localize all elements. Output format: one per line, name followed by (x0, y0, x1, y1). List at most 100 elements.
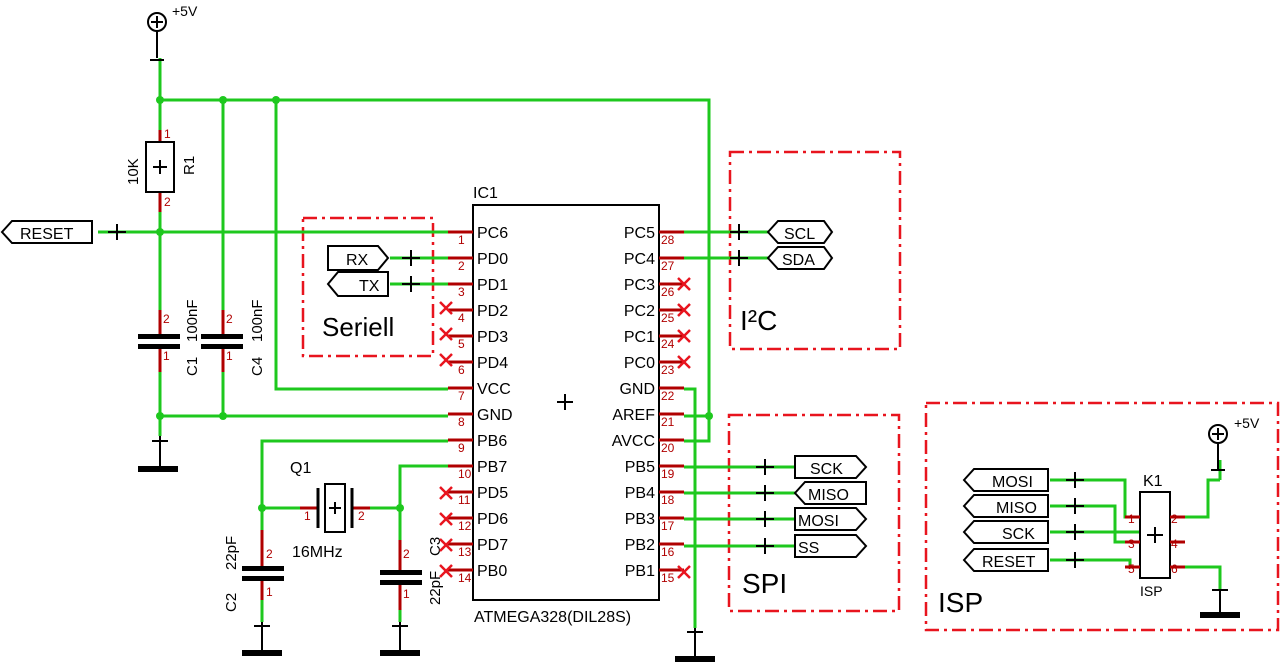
ic1-pin-number: 9 (458, 441, 465, 455)
net-label-reset-text: RESET (20, 226, 74, 243)
c3-value: 22pF (427, 571, 444, 605)
c2-value: 22pF (223, 536, 240, 570)
net-label-sck-text: SCK (810, 461, 843, 478)
net-label-mosi-text: MOSI (798, 513, 839, 530)
ic1-pin-number: 14 (458, 571, 472, 585)
spi-frame (727, 413, 901, 613)
c1-value: 100nF (184, 299, 201, 342)
ic1-part: ATMEGA328(DIL28S) (474, 609, 631, 626)
crystal-q1: 1 2 Q1 16MHz (290, 460, 370, 561)
ic1-pin-number: 23 (661, 363, 675, 377)
serial-frame (301, 216, 435, 358)
ic1-pin-name: PB6 (477, 433, 507, 450)
ic1-pin-number: 18 (661, 493, 675, 507)
c1-pin2: 2 (163, 312, 170, 326)
c4-value: 100nF (249, 299, 266, 342)
c3-ref: C3 (427, 537, 444, 556)
ic1-pin-name: PC6 (477, 225, 508, 242)
q1-pin2: 2 (358, 509, 365, 523)
resistor-r1: 1 2 R1 10K (125, 127, 198, 212)
net-label-isp-miso: MISO (962, 494, 1084, 518)
c2-pin1: 1 (266, 585, 273, 599)
r1-value: 10K (125, 158, 142, 185)
ground-symbol-c2 (242, 622, 282, 656)
q1-ref: Q1 (290, 460, 311, 477)
ic1-pin-name: PB1 (625, 563, 655, 580)
net-label-sck: SCK (756, 455, 868, 479)
ic1-pin-number: 5 (458, 337, 465, 351)
junction-dots (156, 96, 713, 512)
ic1-pin-number: 22 (661, 389, 675, 403)
vcc-label-main: +5V (172, 3, 198, 19)
c4-pin1: 1 (226, 349, 233, 363)
c2-pin2: 2 (266, 547, 273, 561)
net-label-mosi: MOSI (756, 507, 868, 531)
net-label-isp-sck-text: SCK (1002, 526, 1035, 543)
net-label-rx-text: RX (346, 252, 369, 269)
net-label-isp-reset-text: RESET (982, 554, 1036, 571)
net-label-reset: RESET (0, 220, 126, 244)
net-label-sda-text: SDA (782, 252, 815, 269)
ground-symbol-c1 (138, 436, 178, 472)
net-label-miso: MISO (756, 481, 867, 505)
ic1-pin-name: PD5 (477, 485, 508, 502)
k1-pin5: 5 (1128, 562, 1135, 576)
net-label-rx: RX (327, 245, 420, 271)
ic1-pin-name: PB4 (625, 485, 655, 502)
c4-ref: C4 (249, 357, 266, 376)
vcc-symbol-isp: +5V (1208, 415, 1260, 471)
i2c-frame-label: I²C (740, 305, 777, 336)
ic1-pin-number: 21 (661, 415, 675, 429)
ic1-pin-number: 16 (661, 545, 675, 559)
k1-pin3: 3 (1128, 537, 1135, 551)
ground-symbol-ic (675, 628, 715, 662)
net-label-isp-miso-text: MISO (996, 500, 1037, 517)
net-label-isp-mosi-text: MOSI (992, 474, 1033, 491)
ic1-pin-number: 17 (661, 519, 675, 533)
capacitor-c1: 2 1 C1 100nF (138, 299, 201, 376)
ic1-pin-number: 28 (661, 233, 675, 247)
ic1-pin-name: AVCC (612, 433, 655, 450)
ground-symbol-isp (1200, 589, 1240, 618)
spi-frame-label: SPI (742, 568, 787, 599)
ic1-pin-number: 12 (458, 519, 472, 533)
ic1-pin-name: PD3 (477, 329, 508, 346)
ic1-pin-name: PC4 (624, 251, 655, 268)
net-label-scl-text: SCL (784, 226, 815, 243)
ic1-pin-name: PD2 (477, 303, 508, 320)
q1-pin1: 1 (304, 509, 311, 523)
net-label-isp-sck: SCK (962, 520, 1084, 544)
k1-pin2: 2 (1171, 512, 1178, 526)
ic1-pin-number: 26 (661, 285, 675, 299)
k1-value: ISP (1140, 583, 1163, 599)
capacitor-c3: 2 1 C3 22pF (380, 537, 444, 610)
net-label-tx: TX (326, 271, 420, 297)
k1-pin4: 4 (1171, 537, 1178, 551)
ic1-pin-name: PD0 (477, 251, 508, 268)
capacitor-c4: 2 1 C4 100nF (201, 299, 266, 376)
ic1-pin-name: PD1 (477, 277, 508, 294)
ic1-pin-name: PC2 (624, 303, 655, 320)
ic1-pin-number: 8 (458, 415, 465, 429)
r1-pin1: 1 (164, 127, 171, 141)
isp-frame-label: ISP (938, 587, 983, 618)
c3-pin2: 2 (403, 547, 410, 561)
ic1-pin-name: VCC (477, 381, 511, 398)
ic1-pin-name: PC3 (624, 277, 655, 294)
ic1-pin-number: 20 (661, 441, 675, 455)
ic1-pin-number: 25 (661, 311, 675, 325)
r1-pin2: 2 (164, 195, 171, 209)
ic1-pin-name: PB0 (477, 563, 507, 580)
vcc-symbol-main: +5V (147, 3, 198, 61)
ic1-ref: IC1 (473, 185, 498, 202)
ic1-pin-number: 10 (458, 467, 472, 481)
net-label-ss: SS (756, 534, 868, 558)
isp-frame (924, 401, 1280, 632)
r1-ref: R1 (181, 156, 198, 175)
ic1-pin-name: PD7 (477, 537, 508, 554)
net-label-sda: SDA (730, 246, 834, 270)
net-label-scl: SCL (730, 220, 834, 244)
